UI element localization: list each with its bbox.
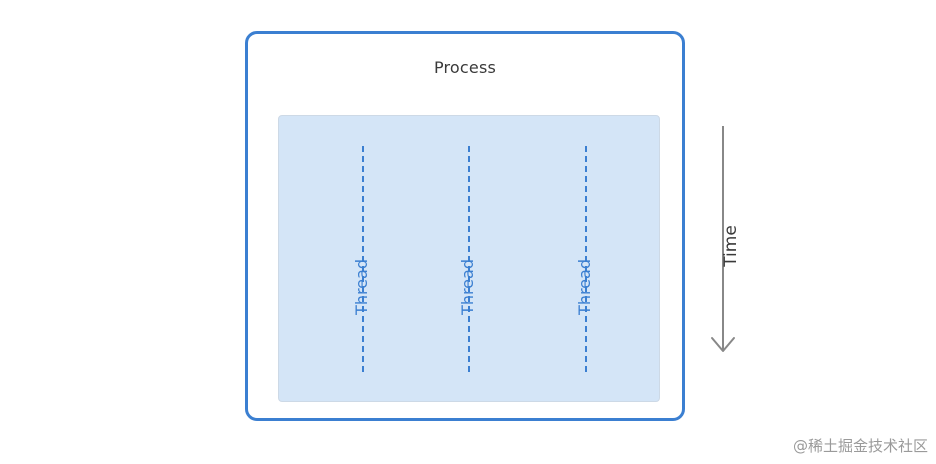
process-title: Process [433, 58, 497, 77]
thread-label: Thread [575, 259, 594, 315]
thread-1: Thread [342, 116, 382, 401]
process-box: Process Thread Thread Thread [245, 31, 685, 421]
time-arrow-icon [711, 126, 735, 352]
thread-2: Thread [448, 116, 488, 401]
time-label: Time [720, 225, 741, 267]
thread-line [468, 146, 470, 372]
thread-line [362, 146, 364, 372]
thread-area: Thread Thread Thread [278, 115, 660, 402]
thread-label: Thread [458, 259, 477, 315]
thread-3: Thread [565, 116, 605, 401]
thread-label: Thread [352, 259, 371, 315]
thread-line [585, 146, 587, 372]
watermark: @稀土掘金技术社区 [792, 437, 928, 455]
time-axis: Time [704, 124, 744, 356]
